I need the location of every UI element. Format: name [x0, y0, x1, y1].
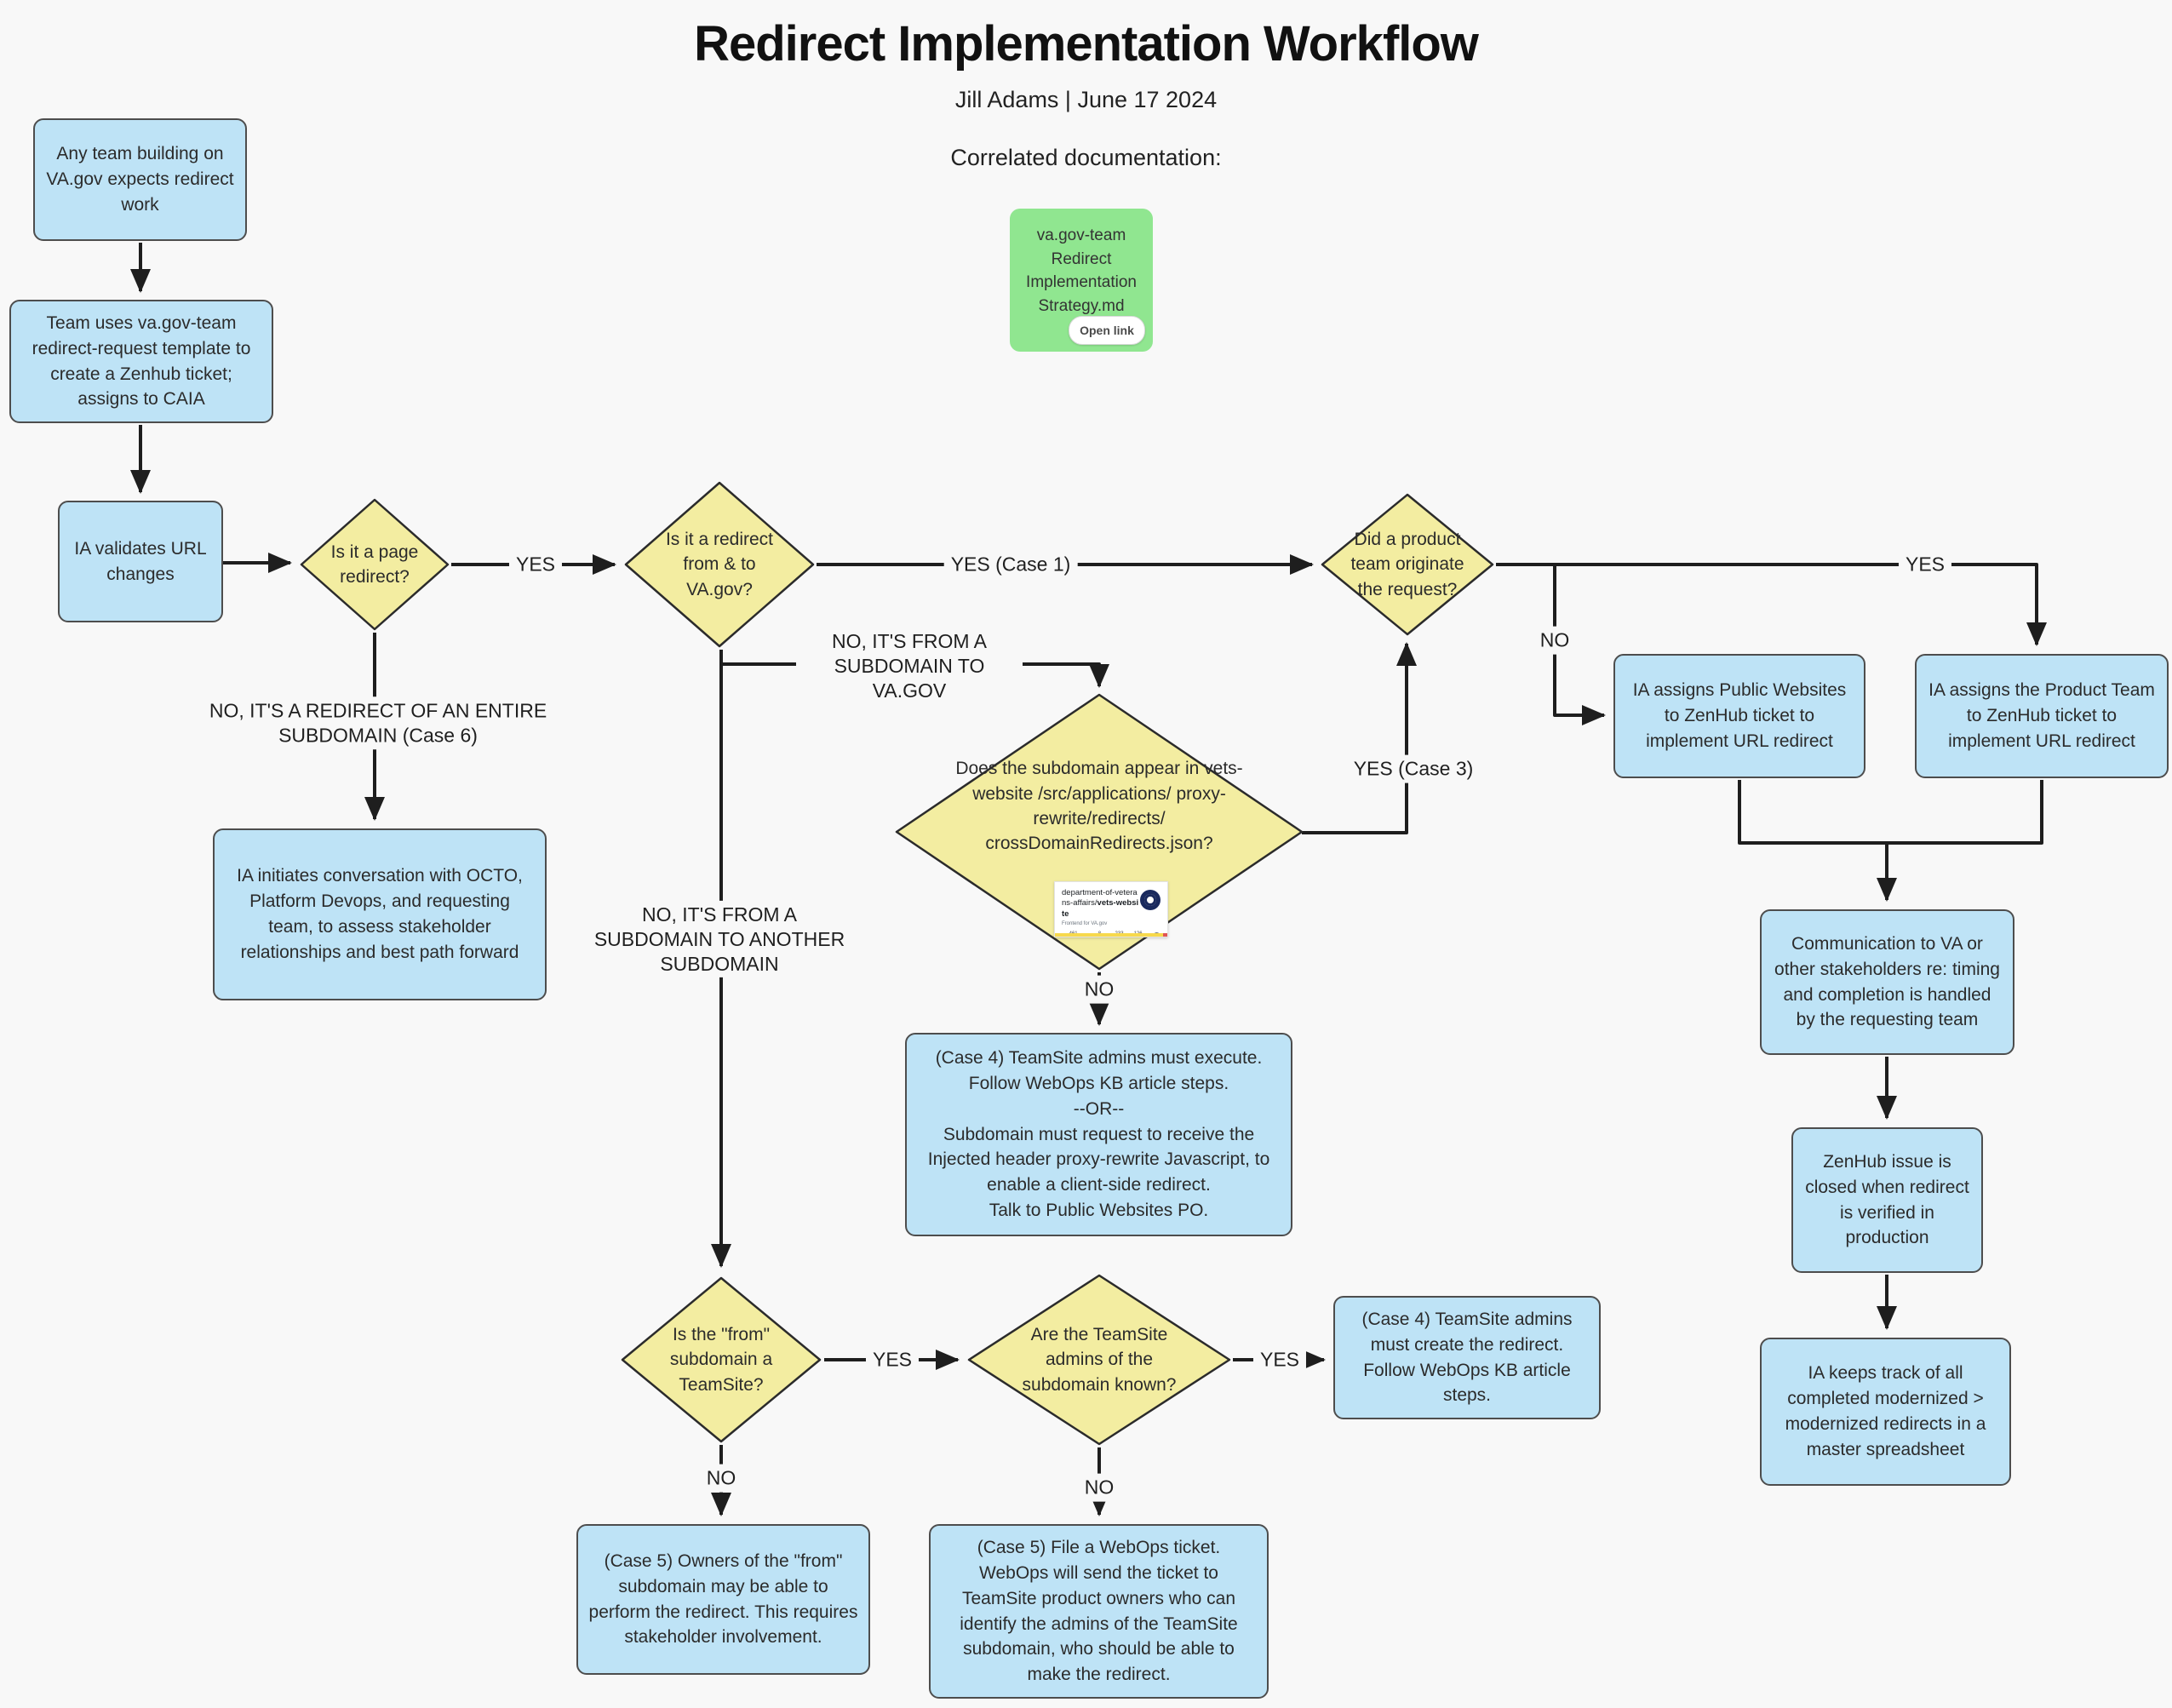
- github-repo-description: Frontend for VA.gov: [1062, 921, 1108, 927]
- label-no-product-team: NO: [1533, 626, 1577, 655]
- label-no-from-teamsite: NO: [699, 1464, 743, 1493]
- github-repo-name: department-of-veterans-affairs/vets-webs…: [1062, 888, 1139, 919]
- diamond-shape: [895, 693, 1304, 971]
- node-ia-assigns-public-websites: IA assigns Public Websites to ZenHub tic…: [1613, 654, 1865, 778]
- node-ia-assigns-product-team: IA assigns the Product Team to ZenHub ti…: [1915, 654, 2169, 778]
- node-ia-tracks-spreadsheet: IA keeps track of all completed moderniz…: [1760, 1338, 2011, 1486]
- node-case4-execute: (Case 4) TeamSite admins must execute. F…: [905, 1033, 1292, 1236]
- node-ia-initiates-conversation: IA initiates conversation with OCTO, Pla…: [213, 828, 547, 1000]
- label-yes-page-redirect: YES: [508, 550, 563, 579]
- decision-page-redirect: Is it a page redirect?: [300, 498, 450, 631]
- diamond-shape: [1321, 493, 1494, 636]
- node-ia-validates: IA validates URL changes: [58, 501, 223, 622]
- va-seal-icon: [1140, 890, 1161, 910]
- label-no-subdomain-to-subdomain: NO, IT'S FROM A SUBDOMAIN TO ANOTHER SUB…: [581, 900, 858, 978]
- label-yes-from-teamsite: YES: [865, 1345, 920, 1374]
- card-accent-bar: [1055, 933, 1167, 937]
- correlated-docs-label: Correlated documentation:: [950, 145, 1222, 170]
- decision-teamsite-admins-known: Are the TeamSite admins of the subdomain…: [967, 1274, 1231, 1446]
- open-link-button[interactable]: Open link: [1069, 316, 1145, 345]
- decision-from-to-vagov: Is it a redirect from & to VA.gov?: [624, 481, 815, 648]
- doc-card: va.gov-team Redirect Implementation Stra…: [1010, 209, 1153, 352]
- node-any-team: Any team building on VA.gov expects redi…: [33, 118, 247, 241]
- edge-product-yes: [1496, 563, 2047, 646]
- node-zenhub-closed: ZenHub issue is closed when redirect is …: [1791, 1127, 1983, 1273]
- decision-subdomain-in-json: Does the subdomain appear in vets-websit…: [895, 693, 1304, 971]
- label-no-subdomain-to-vagov: NO, IT'S FROM A SUBDOMAIN TO VA.GOV: [796, 627, 1023, 705]
- node-zenhub-template: Team uses va.gov-team redirect-request t…: [9, 300, 273, 423]
- label-yes-admins-known: YES: [1252, 1345, 1307, 1374]
- byline: Jill Adams | June 17 2024: [954, 87, 1218, 112]
- node-case4-create: (Case 4) TeamSite admins must create the…: [1333, 1296, 1601, 1419]
- edge-json-yes-case3: [1302, 642, 1417, 834]
- label-yes-case3: YES (Case 3): [1346, 754, 1481, 783]
- label-yes-product-team: YES: [1898, 550, 1952, 579]
- edge-product-no: [1553, 565, 1606, 725]
- label-no-json: NO: [1077, 975, 1121, 1004]
- page-title: Redirect Implementation Workflow: [694, 16, 1479, 72]
- doc-card-title: va.gov-team Redirect Implementation Stra…: [1026, 226, 1137, 315]
- node-communication: Communication to VA or other stakeholder…: [1760, 909, 2014, 1055]
- github-repo-card: department-of-veterans-affairs/vets-webs…: [1054, 881, 1168, 937]
- diamond-shape: [621, 1276, 822, 1443]
- node-case5-owners: (Case 5) Owners of the "from" subdomain …: [576, 1524, 870, 1675]
- decision-product-team-originate: Did a product team originate the request…: [1321, 493, 1494, 636]
- label-no-admins-known: NO: [1077, 1473, 1121, 1502]
- label-no-entire-subdomain-case6: NO, IT'S A REDIRECT OF AN ENTIRE SUBDOMA…: [201, 696, 555, 749]
- node-case5-webops: (Case 5) File a WebOps ticket. WebOps wi…: [929, 1524, 1269, 1699]
- diamond-shape: [624, 481, 815, 648]
- diamond-shape: [300, 498, 450, 631]
- edge-merge-horizontal: [1738, 780, 2043, 845]
- diamond-shape: [967, 1274, 1231, 1446]
- decision-from-subdomain-teamsite: Is the "from" subdomain a TeamSite?: [621, 1276, 822, 1443]
- label-yes-case1: YES (Case 1): [943, 550, 1078, 579]
